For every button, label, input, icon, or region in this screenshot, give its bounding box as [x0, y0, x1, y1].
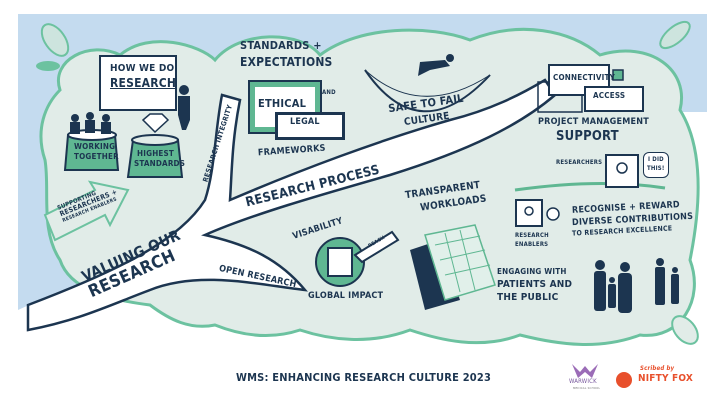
public-people-icon	[594, 258, 679, 313]
how-we-do-research-board	[99, 55, 177, 111]
question-icon	[546, 207, 560, 221]
ethical-label: Ethical	[258, 97, 307, 110]
warwick-subtitle: Medical School	[573, 386, 601, 390]
enablers-line2: Enablers	[515, 241, 549, 248]
calendar-icon	[410, 224, 496, 310]
leaf-decoration	[40, 23, 70, 57]
plus-icon	[612, 69, 624, 81]
diamond-icon	[141, 113, 170, 134]
warwick-name: Warwick	[569, 378, 597, 385]
board-text-line2: Research	[110, 76, 177, 90]
global-impact-label: Global Impact	[308, 291, 384, 301]
falling-person-icon	[418, 54, 454, 76]
leaf-decoration	[671, 315, 699, 345]
nifty-fox-logo	[616, 372, 632, 388]
engaging-line2: Patients and	[497, 279, 573, 290]
reaching-arm	[353, 230, 400, 264]
access-label: Access	[593, 91, 626, 100]
speech-bubble	[643, 152, 669, 178]
engaging-line3: the Public	[497, 292, 559, 303]
team-people-icon	[70, 112, 111, 134]
highest-standards-line2: Standards	[134, 159, 186, 168]
speech-line1: I did	[648, 156, 664, 163]
nifty-fox-name: Nifty Fox	[638, 373, 693, 384]
legal-label: Legal	[290, 117, 320, 127]
board-text-line1: How we do	[110, 63, 175, 74]
scribed-by: Scribed by	[640, 365, 675, 372]
highest-standards-line1: Highest	[137, 149, 175, 158]
standards-heading-line2: Expectations	[240, 55, 333, 69]
researchers-label: Researchers	[556, 159, 603, 166]
legal-box	[275, 112, 345, 140]
working-together-line1: Working	[74, 142, 116, 151]
standards-heading-line1: Standards +	[240, 39, 322, 52]
connectivity-label: Connectivity	[553, 73, 615, 82]
and-label: and	[322, 89, 336, 96]
researcher-portrait	[605, 154, 639, 188]
divider-line	[514, 181, 666, 192]
leaf-decoration	[36, 61, 60, 71]
supporting-arrow	[43, 180, 130, 242]
project-management-line2: Support	[556, 129, 619, 144]
hammock	[364, 69, 491, 113]
working-together-line2: Together	[74, 152, 119, 161]
project-management-line1: Project Management	[538, 117, 649, 127]
footer-title: WMS: Enhancing Research Culture 2023	[236, 371, 492, 384]
enablers-line1: Research	[515, 232, 549, 239]
engaging-line1: Engaging with	[497, 267, 567, 276]
presenter-icon	[178, 85, 190, 130]
enabler-portrait	[515, 199, 543, 227]
warwick-logo	[572, 364, 598, 378]
speech-line2: this!	[647, 165, 665, 172]
leaf-decoration	[659, 20, 691, 50]
access-box	[584, 86, 644, 112]
